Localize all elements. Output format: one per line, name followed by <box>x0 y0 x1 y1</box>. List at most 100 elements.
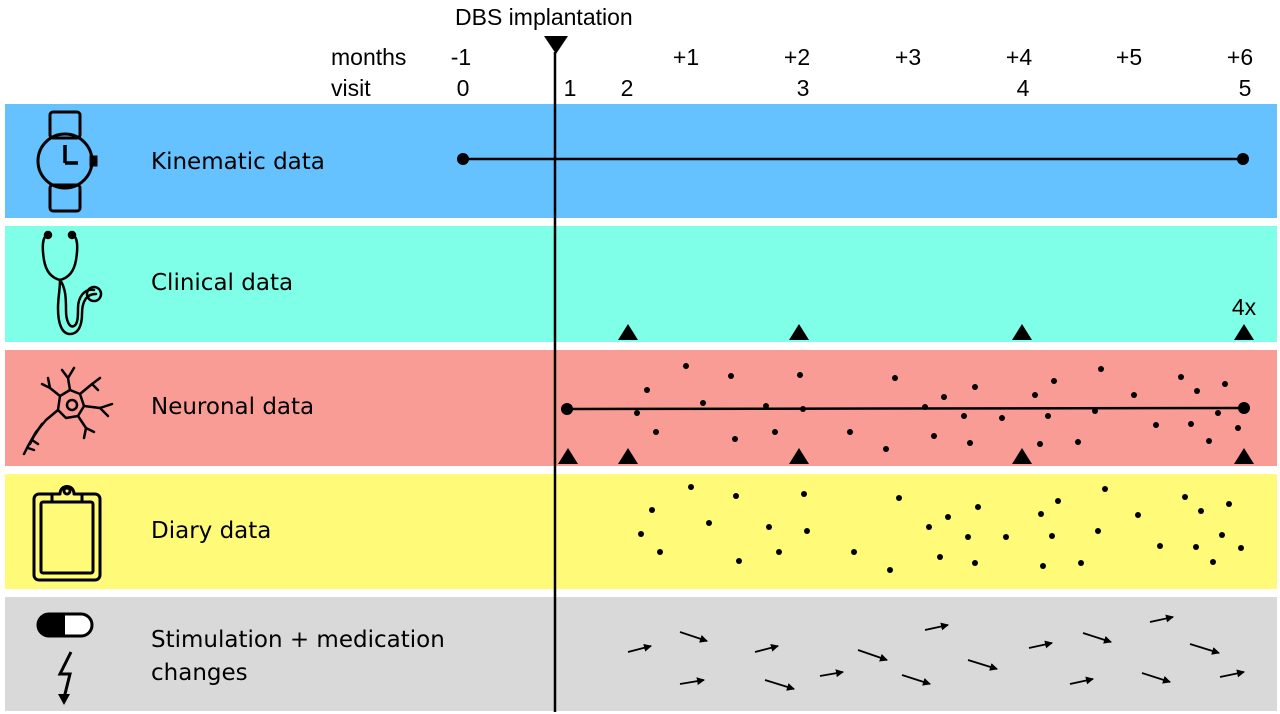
row-label-clinical: Clinical data <box>151 270 294 296</box>
diary-sample-dot <box>965 534 971 540</box>
neuronal-sample-dot <box>1153 422 1159 428</box>
visit-tick: 0 <box>456 75 470 101</box>
stimulation-change-arrow <box>901 674 931 686</box>
neuronal-sample-dot <box>772 429 778 435</box>
diary-sample-dot <box>1210 559 1216 565</box>
stimulation-change-arrow <box>1082 632 1112 644</box>
neuronal-sample-dot <box>634 410 640 416</box>
neuronal-sample-dot <box>1215 410 1221 416</box>
diary-sample-dot <box>1182 494 1188 500</box>
diary-sample-dot <box>945 514 951 520</box>
diary-sample-dot <box>766 524 772 530</box>
months-axis-label: months <box>331 44 407 70</box>
band-kinematic: Kinematic data <box>5 104 1277 218</box>
neuronal-sample-dot <box>1206 438 1212 444</box>
diary-sample-dot <box>1193 544 1199 550</box>
visit-tick: 1 <box>563 75 577 101</box>
month-tick: +6 <box>1226 44 1254 70</box>
band-clinical: Clinical data <box>5 226 1277 342</box>
neuronal-sample-dot <box>644 387 650 393</box>
neuronal-sample-dot <box>1131 392 1137 398</box>
diary-sample-dot <box>937 554 943 560</box>
neuronal-sample-dot <box>972 384 978 390</box>
neuronal-start-dot <box>561 403 573 415</box>
neuronal-sample-dot <box>883 446 889 452</box>
diary-sample-dot <box>1238 545 1244 551</box>
stimulation-change-arrow <box>924 622 949 631</box>
diary-sample-dot <box>1219 532 1225 538</box>
stimulation-change-arrow <box>679 677 705 686</box>
stimulation-change-arrow <box>679 631 708 643</box>
stimulation-change-arrow <box>1028 640 1053 649</box>
neuronal-sample-dot <box>728 373 734 379</box>
diary-sample-dot <box>896 495 902 501</box>
stimulation-change-arrow <box>967 659 998 671</box>
month-tick: +4 <box>1005 44 1033 70</box>
neuronal-sample-dot <box>1032 392 1038 398</box>
row-label-stimulation-line2: changes <box>151 660 248 686</box>
neuronal-sample-dot <box>1194 388 1200 394</box>
neuronal-sample-dot <box>892 375 898 381</box>
row-label-diary: Diary data <box>151 518 272 544</box>
diary-sample-dot <box>688 484 694 490</box>
clinical-visit-triangle <box>618 324 638 340</box>
neuronal-sample-dot <box>967 440 973 446</box>
row-label-neuronal: Neuronal data <box>151 394 315 420</box>
diary-sample-dot <box>972 560 978 566</box>
row-label-kinematic: Kinematic data <box>151 149 325 175</box>
stimulation-change-arrow <box>764 679 795 691</box>
diary-sample-dot <box>926 524 932 530</box>
diary-sample-dot <box>1040 563 1046 569</box>
neuronal-sample-dot <box>999 415 1005 421</box>
diary-sample-dot <box>706 520 712 526</box>
stimulation-change-arrow <box>1069 676 1094 685</box>
kinematic-end-dot <box>1237 153 1249 165</box>
neuronal-sample-dot <box>1098 366 1104 372</box>
neuronal-span-line <box>566 406 1245 411</box>
clinical-visit-triangle <box>789 324 809 340</box>
diary-sample-dot <box>1198 508 1204 514</box>
neuronal-sample-dot <box>1075 439 1081 445</box>
diary-sample-dot <box>733 493 739 499</box>
row-label-stimulation-line1: Stimulation + medication <box>151 627 445 653</box>
neuronal-sample-dot <box>961 413 967 419</box>
stimulation-change-arrow <box>857 649 888 662</box>
diary-sample-dot <box>1078 560 1084 566</box>
month-tick: +3 <box>894 44 922 70</box>
diary-sample-dot <box>804 528 810 534</box>
neuronal-sample-dot <box>1178 374 1184 380</box>
stimulation-change-arrow <box>1149 614 1174 623</box>
diary-sample-dot <box>649 507 655 513</box>
pill-lightning-icon <box>36 612 94 705</box>
neuronal-sample-dot <box>941 394 947 400</box>
diary-sample-dot <box>975 504 981 510</box>
neuronal-sample-dot <box>1235 425 1241 431</box>
neuronal-visit-triangle <box>1012 448 1032 464</box>
watch-icon <box>36 110 98 213</box>
diary-sample-dot <box>1226 501 1232 507</box>
clinical-visit-triangle <box>1234 324 1254 340</box>
diary-sample-dot <box>887 567 893 573</box>
stimulation-change-arrow <box>627 643 652 653</box>
neuronal-visit-triangle <box>618 448 638 464</box>
diary-sample-dot <box>638 531 644 537</box>
neuronal-sample-dot <box>922 404 928 410</box>
neuronal-sample-dot <box>1092 408 1098 414</box>
neuronal-sample-dot <box>732 436 738 442</box>
stimulation-change-arrow <box>1219 669 1245 678</box>
neuronal-sample-dot <box>797 372 803 378</box>
diary-sample-dot <box>657 549 663 555</box>
stimulation-change-arrow <box>1189 643 1220 655</box>
kinematic-start-dot <box>457 153 469 165</box>
visit-axis-label: visit <box>331 75 371 101</box>
neuron-icon <box>22 366 114 456</box>
neuronal-visit-triangle <box>789 448 809 464</box>
stimulation-change-arrow <box>819 669 844 678</box>
diary-sample-dot <box>801 491 807 497</box>
neuronal-visit-triangle <box>558 448 578 464</box>
diary-sample-dot <box>1135 512 1141 518</box>
visit-tick: 3 <box>796 75 810 101</box>
clinical-repeat-annotation: 4x <box>1231 294 1257 320</box>
month-tick: +2 <box>783 44 811 70</box>
neuronal-sample-dot <box>1051 378 1057 384</box>
